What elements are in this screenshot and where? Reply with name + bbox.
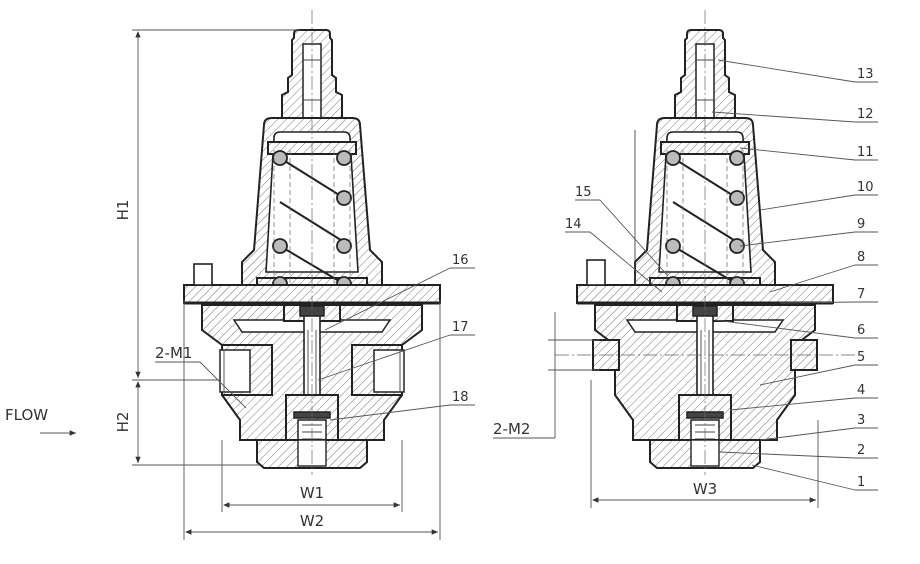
callout-17: 17 bbox=[452, 320, 469, 335]
right-part-callouts: 13 12 11 10 9 8 7 6 5 4 3 2 1 14 15 bbox=[565, 59, 878, 491]
callout-6: 6 bbox=[857, 323, 865, 338]
callout-1: 1 bbox=[857, 475, 865, 490]
left-part-callouts: 16 17 18 bbox=[317, 253, 475, 421]
callout-7: 7 bbox=[857, 287, 865, 302]
height-dimensions: H1 H2 bbox=[114, 29, 300, 466]
callout-14: 14 bbox=[565, 217, 582, 232]
thread-callouts: 2-M1 2-M2 bbox=[155, 312, 600, 439]
callout-9: 9 bbox=[857, 217, 865, 232]
w2-label: W2 bbox=[300, 512, 324, 530]
callout-3: 3 bbox=[857, 413, 865, 428]
callout-18: 18 bbox=[452, 390, 469, 405]
w3-label: W3 bbox=[693, 480, 717, 498]
width-dimensions-left: W1 W2 bbox=[183, 300, 441, 540]
callout-10: 10 bbox=[857, 180, 874, 195]
callout-12: 12 bbox=[857, 107, 874, 122]
front-section-view bbox=[182, 8, 442, 477]
m1-label: 2-M1 bbox=[155, 344, 192, 362]
w1-label: W1 bbox=[300, 484, 324, 502]
callout-11: 11 bbox=[857, 145, 874, 160]
side-section-view bbox=[555, 8, 855, 477]
flow-indicator: FLOW bbox=[5, 406, 76, 436]
callout-16: 16 bbox=[452, 253, 469, 268]
callout-5: 5 bbox=[857, 350, 865, 365]
callout-8: 8 bbox=[857, 250, 865, 265]
width-dimension-right: W3 bbox=[590, 380, 819, 508]
callout-4: 4 bbox=[857, 383, 865, 398]
callout-2: 2 bbox=[857, 443, 865, 458]
m2-label: 2-M2 bbox=[493, 420, 530, 438]
h2-label: H2 bbox=[114, 412, 132, 433]
h1-label: H1 bbox=[114, 200, 132, 221]
flow-label: FLOW bbox=[5, 406, 48, 424]
callout-15: 15 bbox=[575, 185, 592, 200]
callout-13: 13 bbox=[857, 67, 874, 82]
